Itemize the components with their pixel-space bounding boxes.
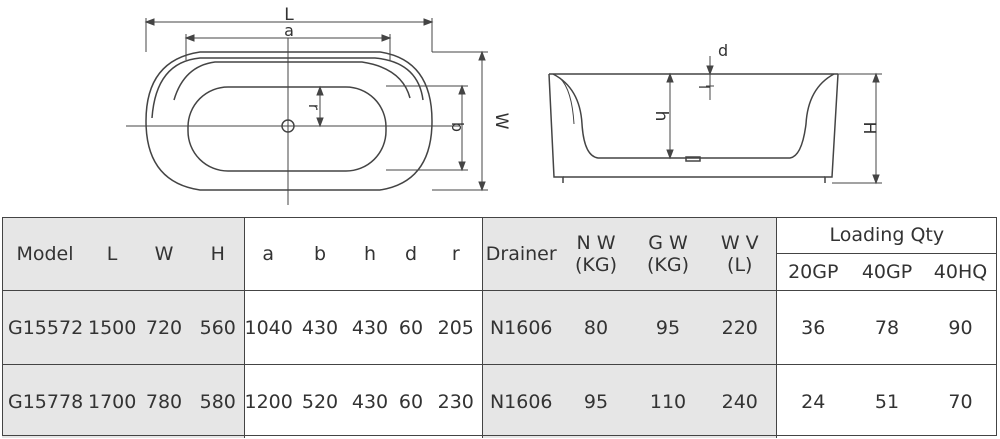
side-view-drawing xyxy=(548,73,839,183)
col-header-gw: G W (KG) xyxy=(632,217,704,291)
top-view-centerlines xyxy=(126,38,460,205)
col-header-nw: N W (KG) xyxy=(560,217,632,291)
cell-model: G15572 xyxy=(2,290,88,365)
col-header-wv: W V (L) xyxy=(704,217,776,291)
dim-label-b: b xyxy=(448,122,467,132)
cell-wv: 240 xyxy=(704,364,776,438)
table-subheader-row: 20GP 40GP 40HQ xyxy=(2,253,998,291)
dim-label-a: a xyxy=(284,21,294,40)
technical-drawing: L a W b r d l h H xyxy=(126,5,882,205)
col-header-loading-qty: Loading Qty xyxy=(775,217,998,254)
cell-nw: 80 xyxy=(560,290,632,365)
col-header-a: a xyxy=(243,217,292,291)
cell-drainer: N1606 xyxy=(481,364,560,438)
col-header-d: d xyxy=(404,242,418,265)
dim-label-r: r xyxy=(305,104,323,111)
wv-label-line1: W V xyxy=(720,231,759,254)
cell-r: 230 xyxy=(430,364,482,438)
dim-label-h: h xyxy=(651,111,671,122)
col-header-H: H xyxy=(192,217,244,291)
col-header-40gp: 40GP xyxy=(850,253,924,291)
col-header-40hq: 40HQ xyxy=(924,253,998,291)
col-header-L: L xyxy=(88,217,136,291)
cell-h: 430 xyxy=(348,290,392,365)
cell-L: 1700 xyxy=(88,364,136,438)
nw-label-line2: (KG) xyxy=(574,253,617,276)
table-row: G15778 1700 780 580 1200 520 430 60 230 … xyxy=(2,364,998,438)
tub-outer-outline xyxy=(145,51,433,191)
col-header-r: r xyxy=(451,242,460,265)
cell-drainer: N1606 xyxy=(481,290,560,365)
tub-outer-wall xyxy=(548,73,564,183)
cell-a: 1040 xyxy=(243,290,292,365)
dim-label-H: H xyxy=(859,122,879,135)
table-row: G15572 1500 720 560 1040 430 430 60 205 … xyxy=(2,290,998,365)
tub-backrest-line-2 xyxy=(173,61,411,101)
spec-table: Model L W H a b h d r Drainer N W (KG) G… xyxy=(2,217,998,438)
tub-inner-profile xyxy=(552,73,835,159)
cell-40hq: 70 xyxy=(924,364,998,438)
cell-W: 780 xyxy=(136,364,192,438)
cell-r: 205 xyxy=(430,290,482,365)
drain-outlet xyxy=(685,156,701,162)
tub-inner-basin xyxy=(187,86,387,172)
cell-H: 580 xyxy=(192,364,244,438)
col-header-20gp: 20GP xyxy=(775,253,850,291)
gw-label-line1: G W xyxy=(648,231,688,254)
cell-gw: 110 xyxy=(632,364,704,438)
cell-model: G15778 xyxy=(2,364,88,438)
cell-b: 430 xyxy=(292,290,348,365)
cell-H: 560 xyxy=(192,290,244,365)
dim-label-W: W xyxy=(491,113,511,130)
wv-label-line2: (L) xyxy=(727,253,753,276)
nw-label-line1: N W xyxy=(576,231,616,254)
col-header-b: b xyxy=(313,242,327,265)
cell-L: 1500 xyxy=(88,290,136,365)
cell-gw: 95 xyxy=(632,290,704,365)
cell-b: 520 xyxy=(292,364,348,438)
cell-d: 60 xyxy=(392,364,430,438)
tub-outer-wall-right xyxy=(824,73,839,183)
cell-a: 1200 xyxy=(243,364,292,438)
cell-nw: 95 xyxy=(560,364,632,438)
side-view-dimensions xyxy=(666,56,882,185)
top-view-drawing xyxy=(145,51,433,191)
cell-h: 430 xyxy=(348,364,392,438)
dim-label-l: l xyxy=(695,85,711,89)
gw-label-line2: (KG) xyxy=(646,253,689,276)
col-header-model: Model xyxy=(2,217,88,291)
cell-40gp: 78 xyxy=(850,290,924,365)
dim-label-d: d xyxy=(718,41,728,60)
cell-W: 720 xyxy=(136,290,192,365)
cell-20gp: 36 xyxy=(775,290,850,365)
table-header-row: Model L W H a b h d r Drainer N W (KG) G… xyxy=(2,217,998,291)
tub-backrest-line xyxy=(151,57,424,119)
cell-40gp: 51 xyxy=(850,364,924,438)
col-header-W: W xyxy=(136,217,192,291)
top-view-dimensions xyxy=(144,18,488,192)
col-header-drainer: Drainer xyxy=(481,217,560,291)
cell-wv: 220 xyxy=(704,290,776,365)
dim-label-L: L xyxy=(284,5,294,25)
col-header-h: h xyxy=(363,242,377,265)
cell-40hq: 90 xyxy=(924,290,998,365)
cell-20gp: 24 xyxy=(775,364,850,438)
cell-d: 60 xyxy=(392,290,430,365)
